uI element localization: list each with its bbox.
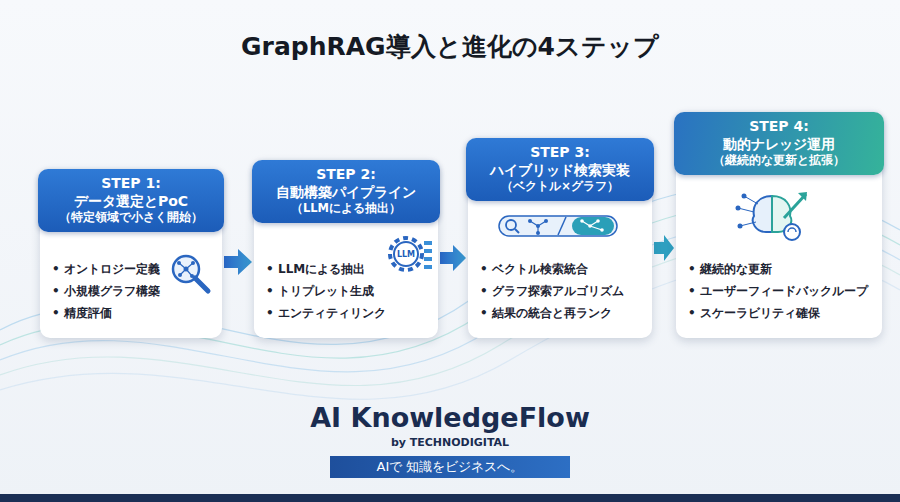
flow-arrow [654,235,674,261]
bullet-item: オントロジー定義 [52,258,160,280]
step-card: ベクトル検索統合グラフ探索アルゴリズム結果の統合と再ランク STEP 3:ハイブリ… [468,138,652,338]
header-text: STEP 2: [258,166,434,183]
header-text: （継続的な更新と拡張） [680,153,878,168]
step-header: STEP 1:データ選定とPoC（特定領域で小さく開始） [38,169,224,232]
step-card: 継続的な更新ユーザーフィードバックループスケーラビリティ確保 STEP 4:動的ナ… [676,112,882,338]
header-text: （LLMによる抽出） [258,201,434,216]
header-text: データ選定とPoC [44,192,218,210]
bullet-list: LLMによる抽出トリプレット生成エンティティリンク [266,258,386,324]
bullet-item: LLMによる抽出 [266,258,386,280]
bullet-item: ベクトル検索統合 [480,258,624,280]
brand-name: AI KnowledgeFlow [0,402,900,433]
bullet-item: 小規模グラフ構築 [52,280,160,302]
bullet-item: ユーザーフィードバックループ [688,280,868,302]
header-text: STEP 4: [680,118,878,135]
diagram-title: GraphRAG導入と進化の4ステップ [0,30,900,63]
header-text: 自動構築パイプライン [258,183,434,201]
flow-arrow [440,245,466,271]
bullet-item: 精度評価 [52,302,160,324]
bullet-item: 継続的な更新 [688,258,868,280]
bullet-item: グラフ探索アルゴリズム [480,280,624,302]
step-icon [734,188,810,248]
bullet-list: ベクトル検索統合グラフ探索アルゴリズム結果の統合と再ランク [480,258,624,324]
tagline-band: AIで 知識をビジネスへ。 [330,456,570,478]
step-header: STEP 2:自動構築パイプライン（LLMによる抽出） [252,160,440,223]
step-icon [168,251,214,301]
step-icon [498,213,618,243]
bullet-item: エンティティリンク [266,302,386,324]
bullet-item: スケーラビリティ確保 [688,302,868,324]
header-text: ハイブリッド検索実装 [472,161,648,179]
icon-label: LLM [397,250,415,259]
brand-sub: by TECHNODIGITAL [0,436,900,449]
header-text: STEP 3: [472,144,648,161]
header-text: （特定領域で小さく開始） [44,210,218,225]
step-header: STEP 4:動的ナレッジ運用（継続的な更新と拡張） [674,112,884,175]
header-text: STEP 1: [44,175,218,192]
header-text: （ベクトル×グラフ） [472,179,648,194]
step-header: STEP 3:ハイブリッド検索実装（ベクトル×グラフ） [466,138,654,201]
header-text: 動的ナレッジ運用 [680,135,878,153]
bullet-item: トリプレット生成 [266,280,386,302]
bullet-list: 継続的な更新ユーザーフィードバックループスケーラビリティ確保 [688,258,868,324]
bullet-item: 結果の統合と再ランク [480,302,624,324]
tagline-text: AIで 知識をビジネスへ。 [377,459,524,474]
step-card: LLMによる抽出トリプレット生成エンティティリンク STEP 2:自動構築パイプラ… [254,160,438,338]
bullet-list: オントロジー定義小規模グラフ構築精度評価 [52,258,160,324]
step-card: オントロジー定義小規模グラフ構築精度評価 STEP 1:データ選定とPoC（特定領… [40,169,222,338]
flow-arrow [224,249,252,275]
